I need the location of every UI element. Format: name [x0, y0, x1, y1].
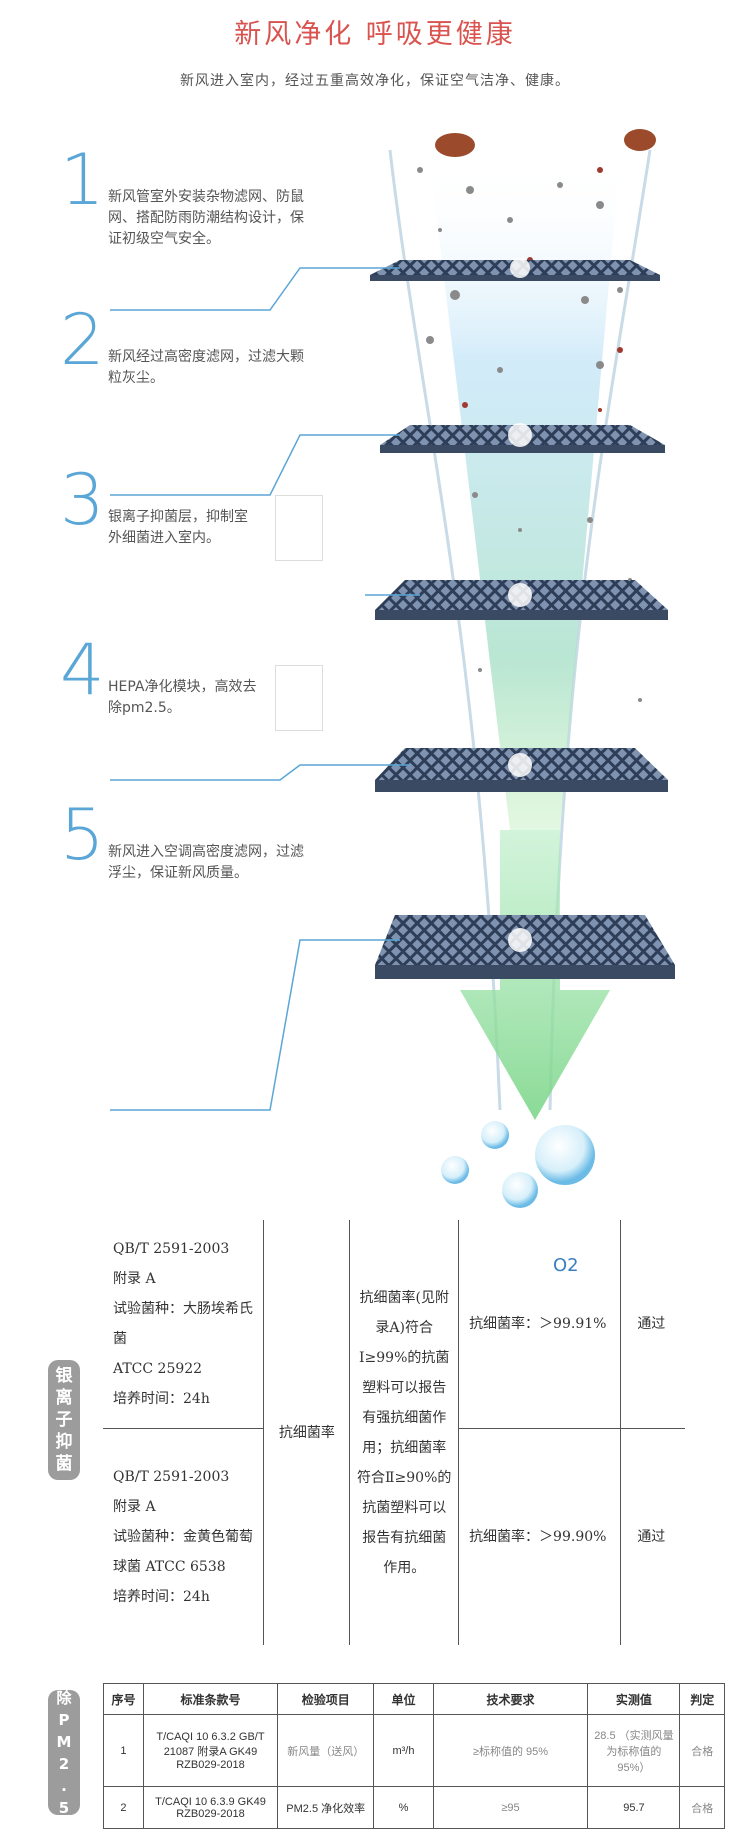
step-3: 3 银离子抑菌层，抑制室外细菌进入室内。 [60, 465, 360, 615]
step-2: 2 新风经过高密度滤网，过滤大颗粒灰尘。 [60, 305, 360, 455]
result-cell: 抗细菌率：＞99.91% [458, 1220, 622, 1429]
pm25-section-tab: 除 P M 2 . 5 [48, 1689, 80, 1817]
column-header: 单位 [373, 1683, 434, 1715]
oxygen-bubble-icon [441, 1156, 469, 1184]
result-cell: 抗细菌率：＞99.90% [458, 1428, 622, 1645]
certificate-document-icon [275, 495, 323, 561]
requirement-cell: 抗细菌率(见附录A)符合Ⅰ≥99%的抗菌塑料可以报告有强抗细菌作用；抗细菌率符合… [349, 1220, 460, 1645]
column-header: 标准条款号 [142, 1683, 278, 1715]
step-number: 5 [60, 794, 105, 876]
standard-cell: QB/T 2591-2003 附录 A 试验菌种：大肠埃希氏菌 ATCC 259… [103, 1220, 265, 1429]
filtration-illustration: 1 新风管室外安装杂物滤网、防鼠网、搭配防雨防潮结构设计，保证初级空气安全。 2… [0, 110, 750, 1276]
column-header: 技术要求 [432, 1683, 589, 1715]
oxygen-bubble-icon [502, 1172, 538, 1208]
funnel-graphic [110, 129, 675, 1208]
leader-lines [110, 267, 420, 1111]
leaf-icon [624, 129, 656, 151]
step-description: 新风经过高密度滤网，过滤大颗粒灰尘。 [108, 349, 304, 386]
certificate-document-icon [275, 665, 323, 731]
step-description: 银离子抑菌层，抑制室外细菌进入室内。 [108, 509, 248, 546]
step-description: HEPA净化模块，高效去除pm2.5。 [108, 679, 257, 716]
antibacterial-table: QB/T 2591-2003 附录 A 试验菌种：大肠埃希氏菌 ATCC 259… [103, 1220, 685, 1645]
step-number: 1 [60, 139, 105, 221]
verdict-cell: 通过 [620, 1428, 685, 1645]
dust-particles [417, 167, 642, 702]
step-description: 新风管室外安装杂物滤网、防鼠网、搭配防雨防潮结构设计，保证初级空气安全。 [108, 189, 304, 247]
column-header: 序号 [103, 1683, 144, 1715]
table-row: 2 T/CAQI 10 6.3.9 GK49 RZB029-2018 PM2.5… [103, 1786, 725, 1829]
step-description: 新风进入空调高密度滤网，过滤浮尘，保证新风质量。 [108, 844, 304, 881]
test-item-cell: 抗细菌率 [263, 1220, 351, 1645]
verdict-cell: 通过 [620, 1220, 685, 1429]
step-number: 3 [60, 459, 105, 541]
step-1: 1 新风管室外安装杂物滤网、防鼠网、搭配防雨防潮结构设计，保证初级空气安全。 [60, 145, 360, 295]
step-4: 4 HEPA净化模块，高效去除pm2.5。 [60, 635, 360, 785]
column-header: 判定 [679, 1683, 725, 1715]
pm25-table: 序号 标准条款号 检验项目 单位 技术要求 实测值 判定 1 T/CAQI 10… [103, 1683, 725, 1829]
column-header: 检验项目 [276, 1683, 375, 1715]
filter-glow [508, 258, 532, 952]
column-header: 实测值 [587, 1683, 681, 1715]
table-row: 1 T/CAQI 10 6.3.2 GB/T 21087 附录A GK49 RZ… [103, 1714, 725, 1787]
step-5: 5 新风进入空调高密度滤网，过滤浮尘，保证新风质量。 [60, 800, 360, 950]
antibacterial-section-tab: 银 离 子 抑 菌 [48, 1360, 80, 1480]
page-subtitle: 新风进入室内，经过五重高效净化，保证空气洁净、健康。 [180, 73, 570, 89]
step-number: 2 [60, 299, 105, 381]
step-number: 4 [60, 629, 105, 711]
leaf-icon [435, 133, 475, 157]
oxygen-bubble-icon [535, 1125, 595, 1185]
page-title: 新风净化 呼吸更健康 [234, 19, 516, 50]
air-beam [430, 160, 620, 830]
standard-cell: QB/T 2591-2003 附录 A 试验菌种：金黄色葡萄球菌 ATCC 65… [103, 1428, 265, 1645]
oxygen-bubble-icon [481, 1121, 509, 1149]
